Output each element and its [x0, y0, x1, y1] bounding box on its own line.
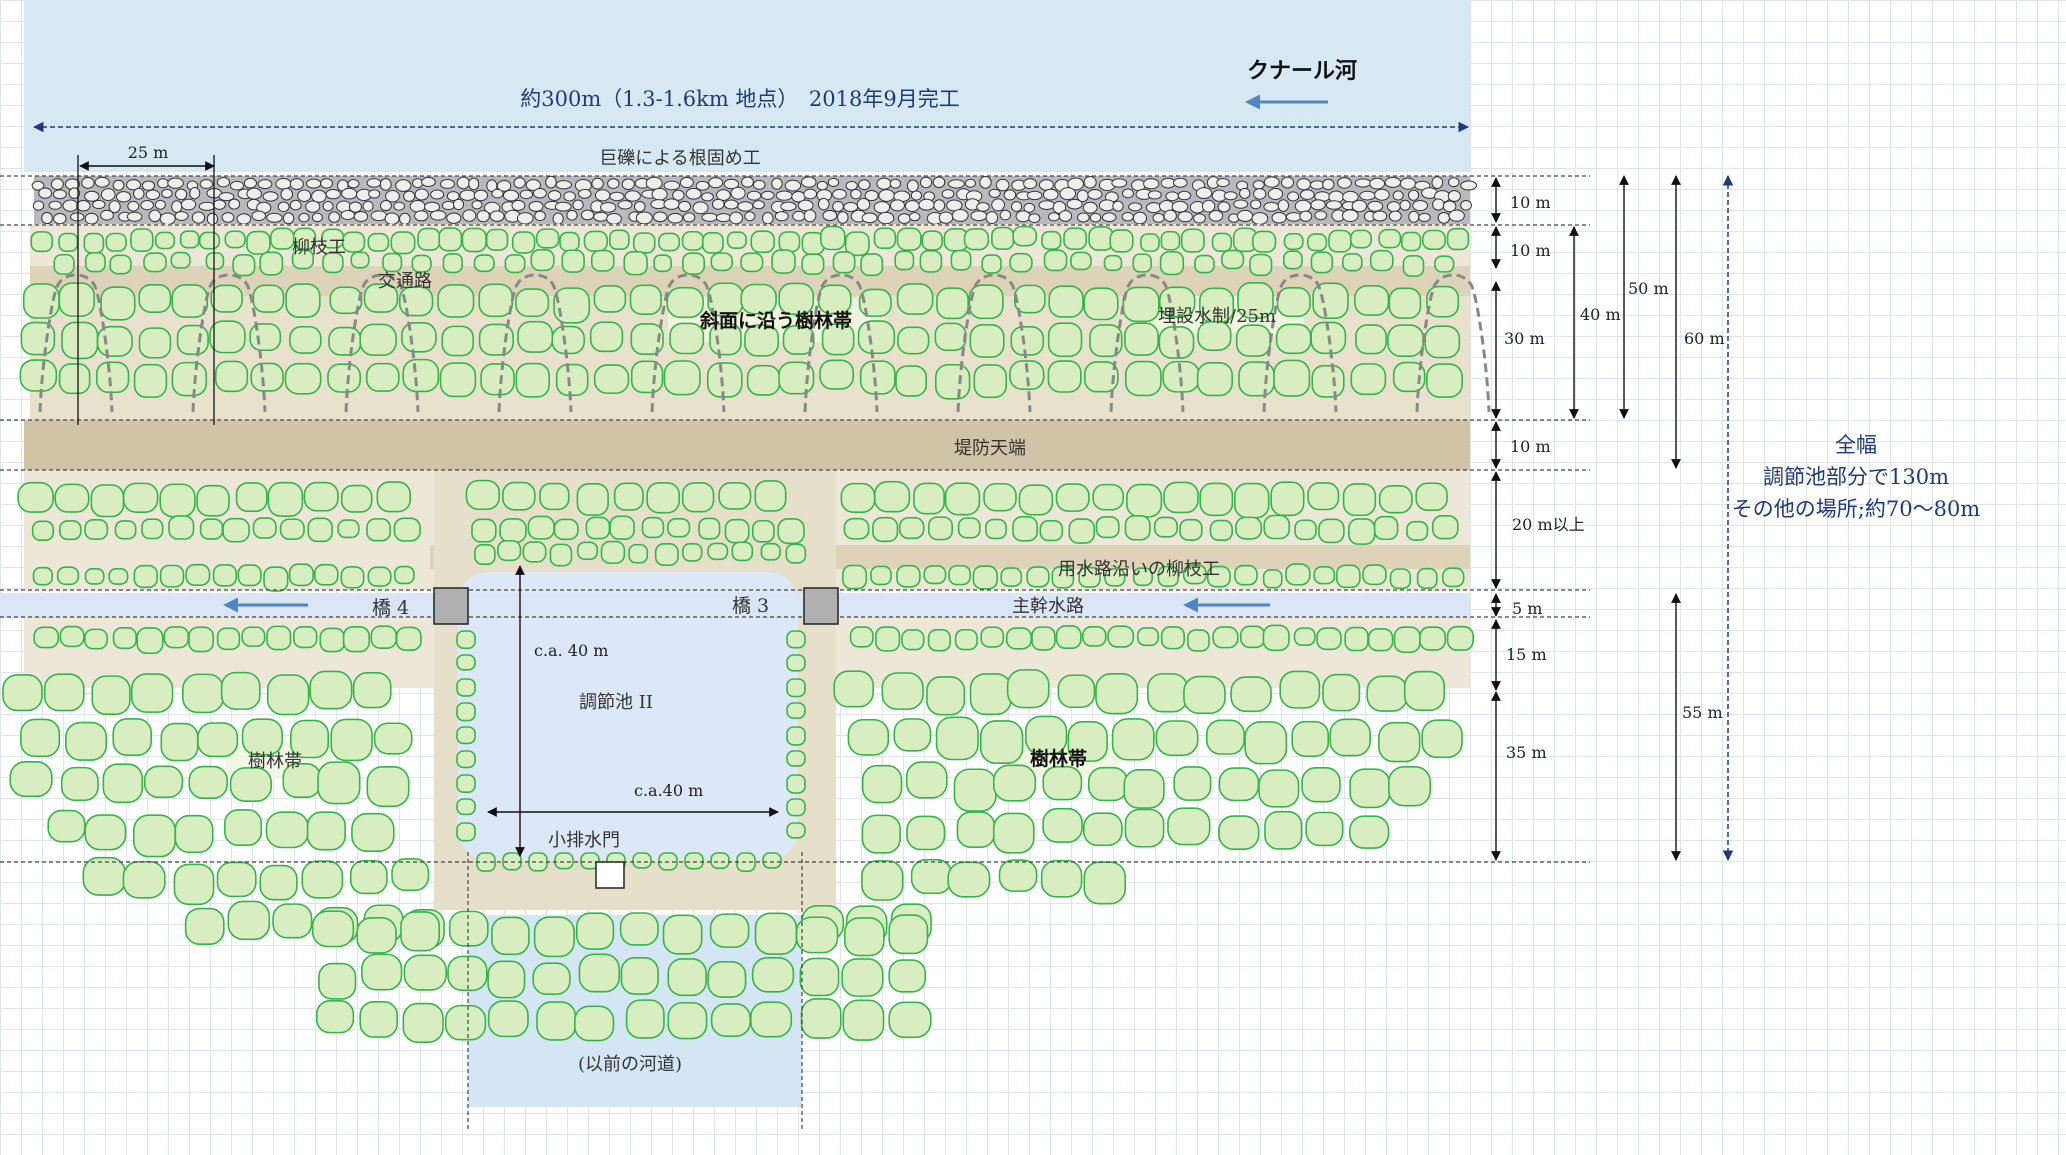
dim-60m: 60 m: [1684, 329, 1725, 348]
total-width-line2: 調節池部分で130m: [1763, 465, 1949, 489]
bridge-4-marker: [433, 587, 469, 625]
groyne-label: 埋設水制/25m: [1158, 306, 1276, 327]
embankment-crest: [24, 420, 1470, 470]
road-label: 交通路: [378, 271, 432, 292]
dim-35m: 35 m: [1506, 743, 1547, 762]
slope-forest-label: 斜面に沿う樹林帯: [699, 309, 852, 332]
dim-55m: 55 m: [1682, 703, 1723, 722]
drain-gate-label: 小排水門: [548, 830, 620, 851]
tree-symbols: [2, 225, 1474, 1043]
main-canal-label: 主幹水路: [1012, 596, 1084, 617]
embankment-label: 堤防天端: [954, 438, 1026, 459]
willow-top-label: 柳枝工: [292, 237, 346, 258]
drain-gate-marker: [595, 861, 625, 889]
bridge-3-label: 橋 3: [732, 595, 769, 617]
dim-20m: 20 m以上: [1512, 515, 1585, 534]
total-width-line3: その他の場所;約70～80m: [1732, 497, 1981, 521]
boulder-stones: [31, 175, 1478, 226]
reference-lines: [0, 175, 1590, 1130]
pond-width-label: c.a.40 m: [634, 781, 703, 800]
dim-5m: 5 m: [1512, 599, 1542, 618]
forest-left-label: 樹林帯: [248, 751, 302, 772]
dim-10m-embankment: 10 m: [1510, 437, 1551, 456]
canal-willow-label: 用水路沿いの柳枝工: [1058, 559, 1220, 580]
regulating-pond: [458, 572, 798, 860]
dim-10m-boulder: 10 m: [1510, 193, 1551, 212]
dim-15m: 15 m: [1506, 645, 1547, 664]
dim-40m: 40 m: [1580, 305, 1621, 324]
bridge-4-label: 橋 4: [372, 597, 409, 619]
buried-groynes: [38, 273, 1491, 413]
pond-name-label: 調節池 II: [579, 692, 653, 713]
boulder-label: 巨礫による根固め工: [599, 148, 760, 169]
forest-right-label: 樹林帯: [1030, 747, 1087, 770]
dimension-arrows: [1491, 175, 1681, 861]
bridge-3-marker: [803, 587, 839, 625]
river-name: クナール河: [1247, 59, 1357, 84]
kunar-river-area: [24, 0, 1470, 172]
dim-50m: 50 m: [1628, 279, 1669, 298]
total-width-line1: 全幅: [1835, 433, 1877, 457]
title-text: 約300m（1.3-1.6km 地点） 2018年9月完工: [520, 87, 960, 111]
pond-height-label: c.a. 40 m: [534, 641, 608, 660]
dim-30m: 30 m: [1504, 329, 1545, 348]
old-river-label: (以前の河道): [578, 1054, 682, 1075]
dim-10m-willow: 10 m: [1510, 241, 1551, 260]
width-25m-label: 25 m: [128, 143, 169, 162]
